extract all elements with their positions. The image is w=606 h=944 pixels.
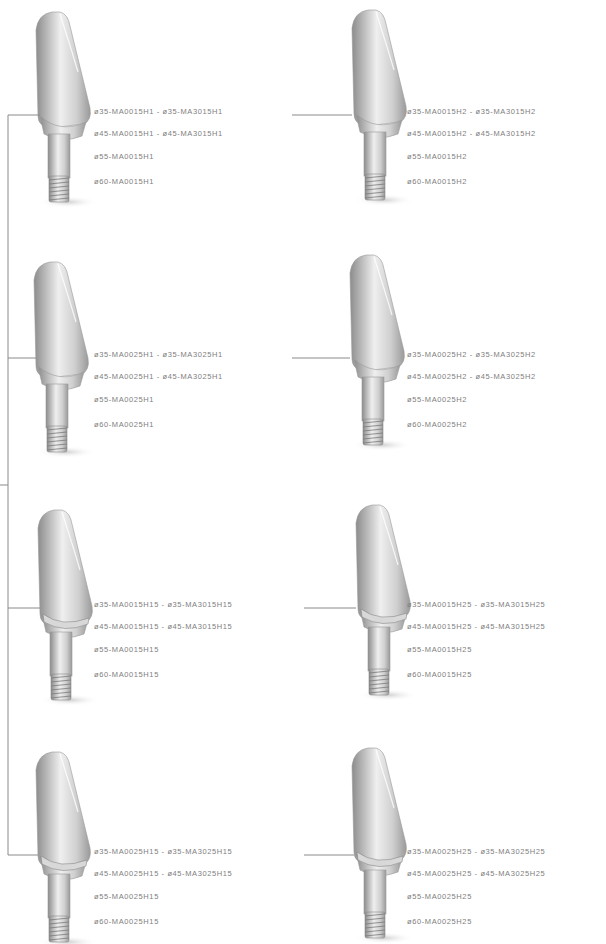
part-number: ø45-MA0015H15 - ø45-MA3015H15 <box>94 623 232 631</box>
part-number: ø55-MA0025H1 <box>94 396 154 404</box>
part-number: ø35-MA0015H25 - ø35-MA3015H25 <box>407 601 545 609</box>
part-number: ø45-MA0025H1 - ø45-MA3025H1 <box>94 373 223 381</box>
part-number: ø35-MA0025H25 - ø35-MA3025H25 <box>407 848 545 856</box>
part-number: ø35-MA0015H2 - ø35-MA3015H2 <box>407 108 536 116</box>
part-number: ø45-MA0025H15 - ø45-MA3025H15 <box>94 870 232 878</box>
part-number: ø55-MA0025H25 <box>407 893 472 901</box>
part-number: ø35-MA0025H15 - ø35-MA3025H15 <box>94 848 232 856</box>
part-number: ø60-MA0025H25 <box>407 918 472 926</box>
part-number: ø60-MA0025H2 <box>407 421 467 429</box>
part-number: ø35-MA0025H1 - ø35-MA3025H1 <box>94 351 223 359</box>
part-number: ø35-MA0015H1 - ø35-MA3015H1 <box>94 108 223 116</box>
part-number: ø60-MA0025H1 <box>94 421 154 429</box>
part-number: ø45-MA0015H1 - ø45-MA3015H1 <box>94 130 223 138</box>
part-number: ø45-MA0025H25 - ø45-MA3025H25 <box>407 870 545 878</box>
bracket-line <box>0 115 356 855</box>
part-number: ø60-MA0015H1 <box>94 178 154 186</box>
part-number: ø55-MA0025H15 <box>94 893 159 901</box>
part-number: ø60-MA0015H15 <box>94 671 159 679</box>
part-number: ø60-MA0015H2 <box>407 178 467 186</box>
abutment-figure <box>34 10 418 944</box>
part-number: ø45-MA0015H2 - ø45-MA3015H2 <box>407 130 536 138</box>
part-number: ø45-MA0025H2 - ø45-MA3025H2 <box>407 373 536 381</box>
part-number: ø55-MA0015H2 <box>407 153 467 161</box>
part-number: ø55-MA0015H25 <box>407 646 472 654</box>
part-number: ø45-MA0015H25 - ø45-MA3015H25 <box>407 623 545 631</box>
part-number: ø35-MA0025H2 - ø35-MA3025H2 <box>407 351 536 359</box>
part-number: ø55-MA0015H15 <box>94 646 159 654</box>
part-number: ø55-MA0015H1 <box>94 153 154 161</box>
part-number: ø55-MA0025H2 <box>407 396 467 404</box>
part-number: ø60-MA0025H15 <box>94 918 159 926</box>
part-number: ø60-MA0015H25 <box>407 671 472 679</box>
part-number: ø35-MA0015H15 - ø35-MA3015H15 <box>94 601 232 609</box>
